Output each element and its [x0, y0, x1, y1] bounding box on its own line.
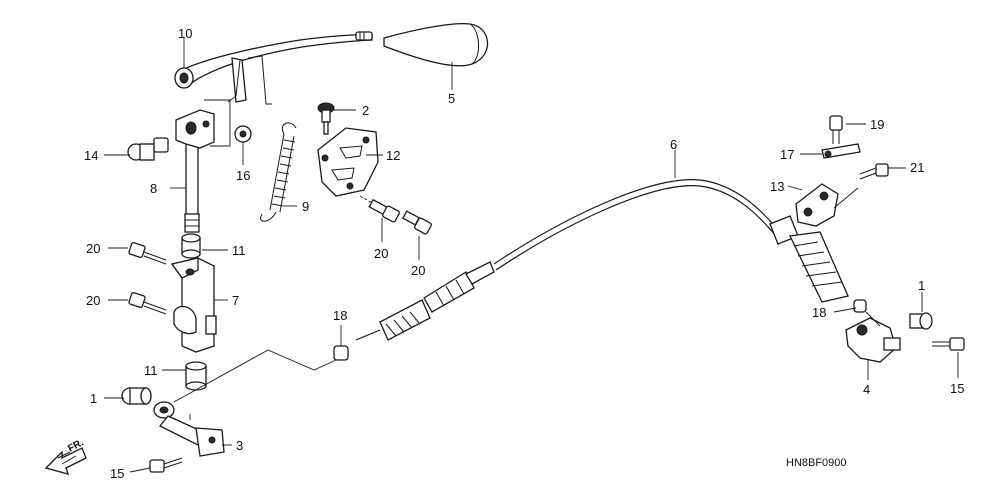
callout-1-left: 1 — [90, 391, 97, 406]
callout-21: 21 — [910, 160, 924, 175]
bushing-lower — [185, 361, 207, 391]
gate-plate — [317, 127, 379, 197]
arm-bolt — [149, 457, 183, 473]
callout-20-plate-b: 20 — [411, 263, 425, 278]
flange-nut — [234, 125, 252, 143]
link-line — [173, 349, 337, 403]
callout-16: 16 — [236, 168, 250, 183]
lever-shaft — [175, 109, 215, 233]
callout-4: 4 — [863, 382, 870, 397]
cable-joint-right — [845, 311, 901, 363]
assembly-bracket-line — [204, 99, 231, 147]
bushing-upper — [181, 233, 201, 259]
ball-joint-right — [909, 312, 933, 330]
callout-7: 7 — [232, 293, 239, 308]
callout-12: 12 — [386, 148, 400, 163]
guide-pin — [317, 102, 335, 135]
callout-14: 14 — [84, 148, 98, 163]
cable-nut-left — [333, 345, 349, 361]
callout-5: 3 — [236, 438, 243, 453]
callout-2: 2 — [362, 103, 369, 118]
plate-bolt — [359, 195, 400, 223]
joint-bolt — [932, 337, 965, 351]
callout-15-left: 15 — [110, 466, 124, 481]
callout-11-upper: 11 — [232, 243, 246, 258]
callout-6: 6 — [670, 137, 677, 152]
callout-19: 19 — [870, 117, 884, 132]
cable-nut-right — [853, 299, 867, 313]
callout-18-right: 18 — [812, 305, 826, 320]
housing-bolt — [128, 292, 167, 315]
cable-bracket — [795, 183, 859, 227]
callout-3: 5 — [448, 91, 455, 106]
front-direction-arrow — [44, 447, 87, 475]
callout-8: 8 — [150, 181, 157, 196]
shift-lever-arm — [174, 31, 373, 105]
pivot-bolt — [127, 137, 169, 161]
callout-labels: 10 5 2 12 6 19 17 21 13 14 16 8 9 20 20 … — [84, 26, 964, 481]
housing-bolt — [128, 242, 167, 265]
callout-20-plate-a: 20 — [374, 246, 388, 261]
shift-housing — [170, 257, 217, 353]
shift-cable — [355, 179, 849, 341]
plate-bolt — [402, 210, 432, 235]
ball-joint-left — [121, 387, 152, 405]
callout-20-housing-a: 20 — [86, 241, 100, 256]
clip-bolt — [829, 115, 843, 144]
callout-1-right: 1 — [918, 278, 925, 293]
callout-10: 10 — [178, 26, 192, 41]
callout-20-housing-b: 20 — [86, 293, 100, 308]
callout-11-lower: 11 — [144, 363, 158, 378]
shift-arm — [153, 401, 225, 457]
callout-9: 9 — [302, 199, 309, 214]
callout-13: 13 — [770, 179, 784, 194]
callout-18-left: 18 — [333, 308, 347, 323]
bracket-bolt — [859, 163, 889, 180]
callout-17: 17 — [780, 147, 794, 162]
diagram-code: HN8BF0900 — [786, 457, 847, 469]
callout-15-right: 15 — [950, 381, 964, 396]
shift-knob — [383, 22, 489, 67]
return-spring — [260, 122, 297, 222]
leader-lines — [104, 38, 959, 473]
cable-clip — [821, 143, 861, 159]
